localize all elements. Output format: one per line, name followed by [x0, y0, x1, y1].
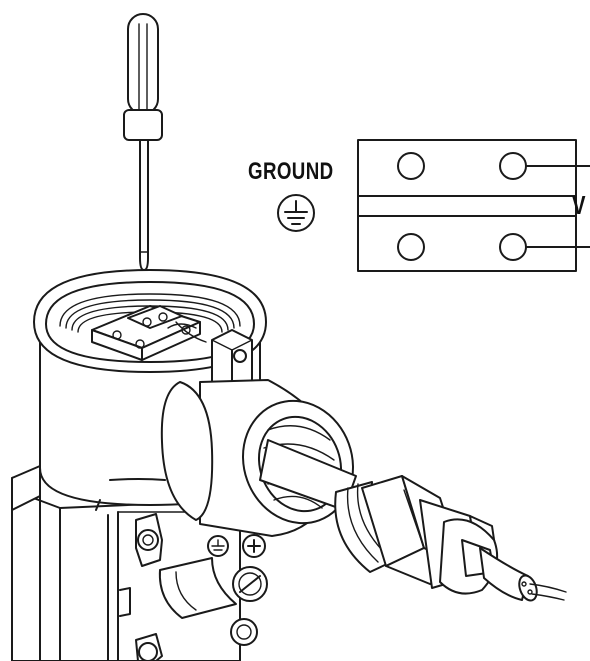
terminal-screw-bottom-left: [397, 233, 425, 261]
earth-ground-icon: [277, 194, 315, 232]
screwdriver-icon: [123, 13, 163, 271]
small-ground-mark-icon: [207, 535, 229, 557]
front-face-details: [95, 478, 268, 661]
ground-label: GROUND: [248, 158, 334, 185]
terminal-block: [357, 139, 590, 272]
cable-gland: [259, 439, 501, 595]
internal-terminals: [91, 305, 207, 361]
terminal-screw-top-left: [397, 152, 425, 180]
cable: [479, 547, 567, 602]
voltage-label: V: [572, 190, 586, 220]
